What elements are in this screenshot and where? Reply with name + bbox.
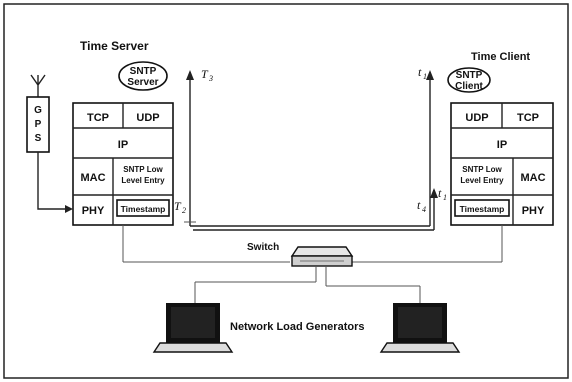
gps-arrowhead [65,205,73,213]
label-t1: t [418,65,422,79]
antenna-icon [31,75,45,97]
sntp-server-line1: SNTP [130,66,157,77]
client-title: Time Client [471,51,530,63]
label-t1b: t [438,186,442,200]
t1b-arrowhead [430,188,438,198]
server-tcp: TCP [87,112,109,124]
label-t4-sub: 4 [422,205,426,214]
server-udp: UDP [136,112,159,124]
server-ip: IP [118,139,128,151]
label-T3-sub: 3 [208,74,213,83]
server-title: Time Server [80,39,149,53]
label-t1-sub: 1 [423,72,427,81]
sntp-server-line2: Server [127,77,158,88]
server-phy: PHY [82,205,105,217]
t3-arrowhead [186,70,194,80]
gps-link [38,152,70,209]
client-timestamp: Timestamp [460,204,505,214]
label-T2: T [174,199,182,213]
client-ip: IP [497,139,507,151]
label-t4: t [417,198,421,212]
server-low-level-line1: SNTP Low [123,165,163,174]
left-laptop-icon [154,303,232,352]
switch-label: Switch [247,242,279,253]
label-t1b-sub: 1 [443,193,447,202]
gps-letter-s: S [35,133,42,144]
sntp-client-line1: SNTP [456,70,483,81]
client-mac: MAC [520,172,545,184]
server-low-level-line2: Level Entry [121,176,165,185]
client-udp: UDP [465,112,488,124]
switch-icon [292,247,352,266]
gps-letter-p: P [35,119,42,130]
server-mac: MAC [80,172,105,184]
client-low-level-line2: Level Entry [460,176,504,185]
t1-arrowhead [426,70,434,80]
client-phy: PHY [522,205,545,217]
sntp-client-line2: Client [455,81,483,92]
client-tcp: TCP [517,112,539,124]
right-laptop-icon [381,303,459,352]
label-T2-sub: 2 [182,206,186,215]
server-timestamp: Timestamp [121,204,166,214]
gps-letter-g: G [34,105,42,116]
label-T3: T [201,67,209,81]
client-low-level-line1: SNTP Low [462,165,502,174]
network-load-label: Network Load Generators [230,321,364,333]
